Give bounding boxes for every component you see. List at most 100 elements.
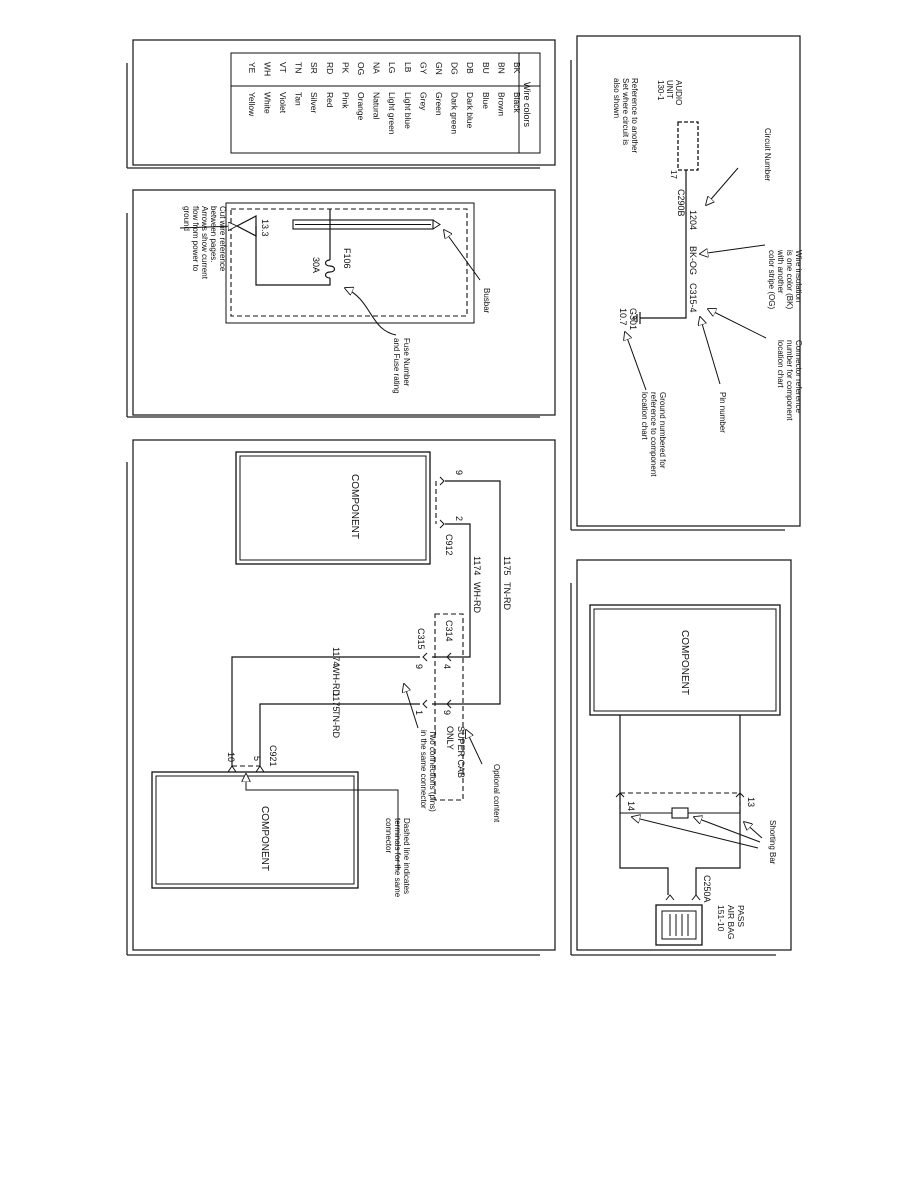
component-top-label: COMPONENT xyxy=(349,474,360,539)
two-connections-line-1: in the same connector xyxy=(419,730,428,809)
wire-1174-color-top: WH-RD xyxy=(472,582,482,613)
busbar-label: Busbar xyxy=(482,288,491,314)
pass-airbag-line-1: AIR BAG xyxy=(726,905,736,939)
connector-ref-caption-line-1: number for component xyxy=(785,340,794,421)
optional-content-caption: Optional content xyxy=(492,764,501,823)
wire-1175-top: 1175 xyxy=(502,556,512,575)
wire-name-pk: Pink xyxy=(340,92,350,109)
airbag-connector xyxy=(655,904,703,946)
audio-unit-line-2: 130-1 xyxy=(656,80,665,101)
dashed-caption-line-0: Dashed line indicates xyxy=(402,818,411,894)
insulation-caption-line-1: is one color (BK) xyxy=(785,250,794,309)
wire-code-og: OG xyxy=(356,62,366,75)
wire-colors-heading: Wire colors xyxy=(522,82,532,128)
wire-1175-color: TN-RD xyxy=(331,710,341,738)
wire-code-lg: LG xyxy=(387,62,397,73)
wire-name-vt: Violet xyxy=(278,92,288,114)
wire-name-tn: Tan xyxy=(294,92,304,106)
wire-code-db: DB xyxy=(465,62,475,74)
c250a-label: C250A xyxy=(702,875,712,903)
optional-caption-line-0: Optional content xyxy=(492,764,501,823)
pin-5: 5 xyxy=(252,756,262,761)
c921-label: C921 xyxy=(268,745,278,767)
wire-code-sr: SR xyxy=(309,62,319,74)
pin-1: 1 xyxy=(414,710,424,715)
ground-g301: G301 xyxy=(628,308,638,330)
connector-ref-caption-line-0: Connector reference xyxy=(794,340,803,413)
wire-code-wh: WH xyxy=(262,62,272,76)
pass-airbag-line-0: PASS xyxy=(736,905,746,927)
c314-label: C314 xyxy=(444,620,454,642)
wire-code-rd: RD xyxy=(325,62,335,74)
pin-4: 4 xyxy=(442,664,452,669)
cut-reference-triangle xyxy=(235,215,257,237)
wire-code-vt: VT xyxy=(278,62,288,73)
pin-10: 10 xyxy=(226,752,236,762)
pin-9-top: 9 xyxy=(454,470,464,475)
circuit-1204: 1204 xyxy=(688,210,698,230)
wire-name-db: Dark blue xyxy=(465,92,475,129)
wire-name-ye: Yellow xyxy=(247,92,257,117)
ref-caption-line-0: Reference to another xyxy=(630,78,639,153)
audio-unit-line-0: AUDIO xyxy=(674,80,683,105)
wire-code-tn: TN xyxy=(294,62,304,73)
c912-label: C912 xyxy=(444,534,454,556)
pin-number-label: Pin number xyxy=(718,392,727,433)
fuse-symbol xyxy=(324,259,336,279)
super-cab-line-0: SUPER CAB xyxy=(456,726,466,778)
wire-name-gy: Grey xyxy=(418,92,428,111)
wire-name-lg: Light green xyxy=(387,92,397,135)
color-bk-og: BK-OG xyxy=(688,246,698,275)
ground-caption-line-1: reference to component xyxy=(649,392,658,477)
wire-code-dg: DG xyxy=(450,62,460,75)
wire-code-gn: GN xyxy=(434,62,444,75)
ref-caption-line-2: also shown xyxy=(612,78,621,118)
c314-optional-box xyxy=(434,613,464,801)
wire-1174-label: 1174 xyxy=(331,647,341,666)
insulation-caption-line-0: Wire insulation xyxy=(794,250,803,302)
cut-caption-line-3: flow from power to xyxy=(191,206,200,272)
wire-1174-color: WH-RD xyxy=(331,665,341,696)
wire-code-gy: GY xyxy=(418,62,428,75)
two-connections-caption: Two connections (pins)in the same connec… xyxy=(419,730,437,812)
pin-14: 14 xyxy=(626,801,636,811)
connections-panel: COMPONENT COMPONENT C912 9 2 1175 TN-RD xyxy=(126,439,556,956)
audio-unit-line-1: UNIT xyxy=(665,80,674,99)
shorting-resistor xyxy=(671,807,689,819)
pin-2-top: 2 xyxy=(454,516,464,521)
super-cab-line-1: ONLY xyxy=(445,726,455,750)
airbag-panel: COMPONENT 13 14 Shorting Bar C250A PASSA… xyxy=(570,559,792,956)
circuit-number-label: Circuit Number xyxy=(763,128,772,182)
fuse-id: F106 xyxy=(342,248,352,269)
pin-9-left: 9 xyxy=(414,664,424,669)
cut-caption-line-2: Arrows show current xyxy=(200,206,209,280)
insulation-caption-line-3: color stripe (OG) xyxy=(767,250,776,309)
wire-name-wh: White xyxy=(262,92,272,114)
audio-unit-box xyxy=(677,121,699,171)
wire-name-na: Natural xyxy=(372,92,382,120)
cut-caption-line-4: ground xyxy=(182,206,191,231)
wire-code-bk: BK xyxy=(512,62,522,74)
connector-c315-4: C315-4 xyxy=(688,283,698,313)
connector-ref-caption-line-2: location chart xyxy=(776,340,785,388)
fuse-caption-line-0: Fuse Number xyxy=(402,338,411,387)
ref-13-3: 13.3 xyxy=(260,219,270,237)
connector-c290b: C290B xyxy=(676,189,686,217)
ground-caption-line-2: location chart xyxy=(640,392,649,440)
pin-9-mid: 9 xyxy=(442,710,452,715)
ref-caption-line-1: Set where circuit is xyxy=(621,78,630,145)
ground-caption-line-0: Ground numbered for xyxy=(658,392,667,469)
